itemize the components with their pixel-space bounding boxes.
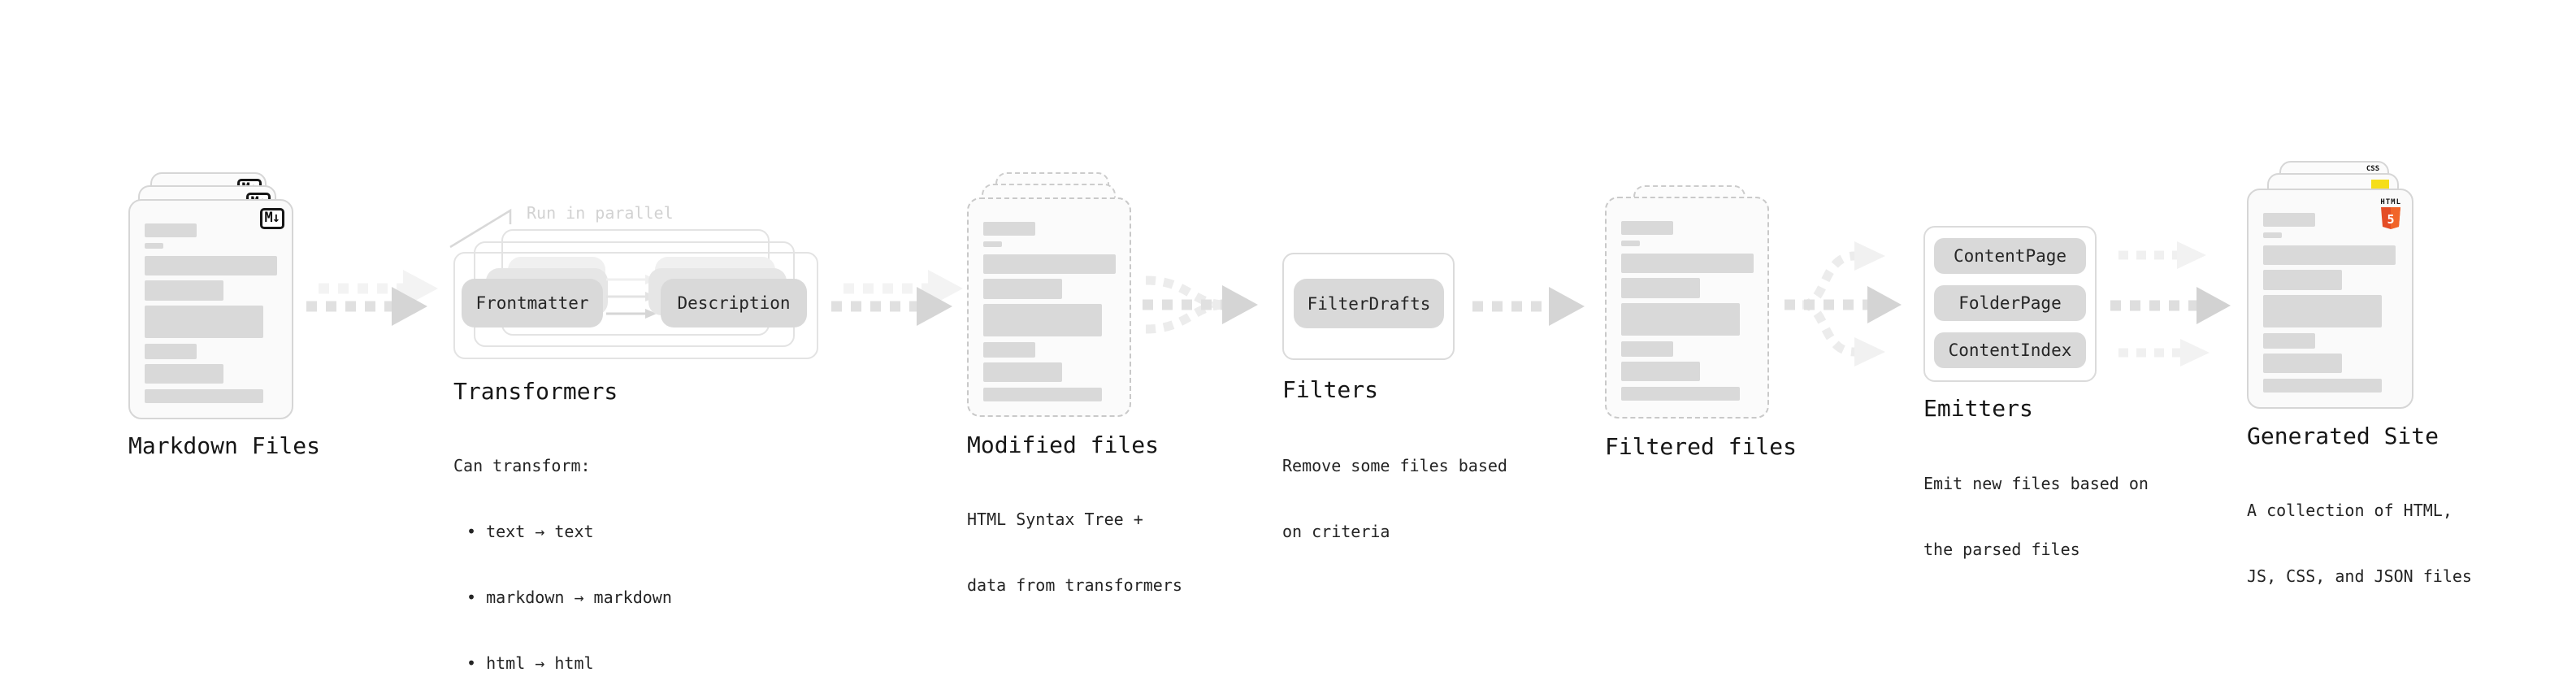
text-placeholder-bar [983, 241, 1002, 247]
text-placeholder-bar [983, 388, 1102, 401]
js-icon [2371, 180, 2389, 189]
emitters-desc-line: the parsed files [1923, 540, 2080, 559]
description-pill: Description [661, 279, 807, 327]
html5-icon: HTML 5 [2380, 199, 2401, 229]
stage-title-modified-files: Modified files [967, 432, 1160, 458]
markdown-file-card: M↓ [128, 199, 293, 419]
text-placeholder-bar [983, 279, 1062, 299]
stage-title-filtered-files: Filtered files [1605, 433, 1798, 460]
stage-title-transformers: Transformers [453, 378, 618, 405]
text-placeholder-bar [2263, 232, 2282, 238]
contentindex-pill: ContentIndex [1934, 332, 2086, 368]
text-placeholder-bar [145, 223, 197, 237]
text-placeholder-bar [983, 342, 1035, 358]
emitters-desc-line: Emit new files based on [1923, 474, 2149, 493]
flow-arrow-filters-to-filtered [1472, 287, 1585, 326]
text-placeholder-bar [145, 243, 163, 249]
filters-desc-line: Remove some files based [1282, 456, 1507, 475]
file-content-placeholder [983, 222, 1116, 401]
generated-desc-line: JS, CSS, and JSON files [2247, 566, 2472, 586]
frontmatter-pill: Frontmatter [462, 279, 603, 327]
text-placeholder-bar [2263, 379, 2382, 393]
flow-arrow-transformers-to-modified [831, 270, 963, 326]
text-placeholder-bar [145, 280, 223, 301]
generated-desc-line: A collection of HTML, [2247, 501, 2452, 520]
transformers-bullet: • markdown → markdown [466, 588, 672, 607]
filters-description: Remove some files based on criteria [1282, 411, 1507, 587]
modified-desc-line: data from transformers [967, 575, 1182, 595]
html5-shield: 5 [2381, 207, 2401, 229]
svg-text:5: 5 [2387, 212, 2395, 227]
folderpage-pill: FolderPage [1934, 285, 2086, 321]
file-content-placeholder [145, 223, 277, 403]
filters-desc-line: on criteria [1282, 522, 1390, 541]
text-placeholder-bar [1621, 362, 1700, 381]
text-placeholder-bar [145, 344, 197, 359]
stage-title-filters: Filters [1282, 376, 1379, 403]
flow-arrow-emitters-to-generated [2110, 241, 2231, 367]
text-placeholder-bar [1621, 278, 1700, 298]
file-content-placeholder [1621, 221, 1754, 401]
flow-arrow-modified-to-filters [1143, 275, 1258, 334]
modified-files-description: HTML Syntax Tree + data from transformer… [967, 465, 1182, 640]
text-placeholder-bar [1621, 241, 1640, 246]
text-placeholder-bar [2263, 333, 2315, 349]
text-placeholder-bar [145, 364, 223, 384]
annotation-leader-line [449, 208, 512, 249]
text-placeholder-bar [983, 254, 1116, 274]
run-in-parallel-annotation: Run in parallel [527, 203, 674, 223]
modified-desc-line: HTML Syntax Tree + [967, 510, 1143, 529]
stage-title-generated-site: Generated Site [2247, 423, 2439, 449]
transformers-desc-heading: Can transform: [453, 456, 591, 475]
text-placeholder-bar [1621, 303, 1740, 336]
css-icon-label: CSS [2366, 165, 2380, 173]
transformer-frame-front [453, 252, 818, 359]
markdown-icon: M↓ [259, 208, 284, 229]
transformers-bullet: • text → text [466, 522, 594, 541]
text-placeholder-bar [145, 389, 263, 403]
file-content-placeholder [2263, 213, 2396, 393]
filtered-file-card [1605, 197, 1769, 419]
modified-file-card [967, 197, 1131, 417]
text-placeholder-bar [145, 306, 263, 338]
transformers-description: Can transform: • text → text • markdown … [453, 411, 672, 681]
stage-title-markdown-files: Markdown Files [128, 432, 321, 459]
filterdrafts-pill: FilterDrafts [1294, 279, 1444, 328]
contentpage-pill: ContentPage [1934, 238, 2086, 274]
text-placeholder-bar [1621, 387, 1740, 401]
flow-arrow-filtered-to-emitters [1785, 241, 1902, 367]
text-placeholder-bar [2263, 295, 2382, 327]
text-placeholder-bar [983, 304, 1102, 336]
text-placeholder-bar [2263, 354, 2342, 373]
text-placeholder-bar [2263, 213, 2315, 227]
text-placeholder-bar [2263, 270, 2342, 290]
text-placeholder-bar [1621, 221, 1673, 235]
generated-file-card: HTML 5 [2247, 189, 2413, 409]
text-placeholder-bar [1621, 341, 1673, 357]
text-placeholder-bar [983, 222, 1035, 236]
text-placeholder-bar [2263, 245, 2396, 265]
text-placeholder-bar [145, 256, 277, 275]
generated-site-description: A collection of HTML, JS, CSS, and JSON … [2247, 456, 2472, 631]
text-placeholder-bar [1621, 254, 1754, 273]
text-placeholder-bar [983, 362, 1062, 382]
stage-title-emitters: Emitters [1923, 395, 2033, 422]
emitters-description: Emit new files based on the parsed files [1923, 429, 2149, 605]
flow-arrow-markdown-to-transformers [306, 270, 438, 326]
html5-icon-label: HTML [2380, 198, 2401, 206]
transformers-bullet: • html → html [466, 653, 594, 673]
